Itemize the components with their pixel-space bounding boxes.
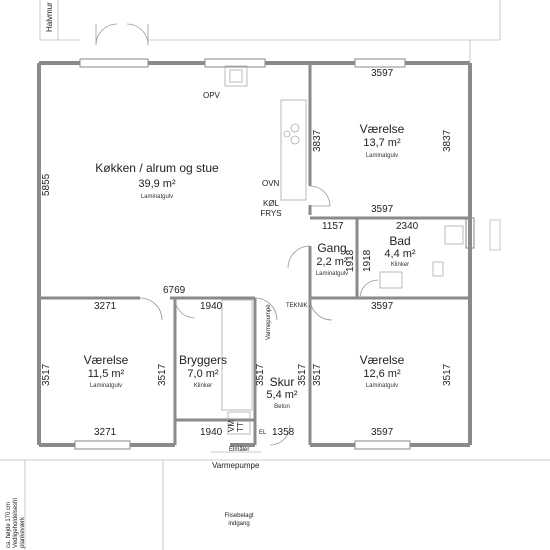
bedroom-sw-name: Værelse (83, 353, 129, 367)
shed-floor: Beton (274, 404, 290, 410)
dim-3597-bottom: 3597 (371, 427, 394, 438)
dim-1940-top: 1940 (200, 301, 223, 312)
kitchen-name: Køkken / alrum og stue (95, 161, 219, 175)
kitchen-floor: Laminatgulv (140, 194, 174, 200)
vm-label: VM (227, 420, 236, 432)
utility-area: 7,0 m² (187, 368, 219, 380)
bedroom-ne-name: Værelse (359, 122, 405, 136)
varmepumpe-unit-label: Varmepumpe (266, 304, 272, 340)
bedroom-sw-area: 11,5 m² (87, 368, 125, 380)
hall-area: 2,2 m² (316, 256, 348, 268)
dim-1940-bottom: 1940 (200, 427, 223, 438)
dim-3597-se-top: 3597 (371, 301, 394, 312)
dim-3517-e: 3517 (312, 363, 323, 386)
hegn-line2: Vedligeholdelsesfri (13, 497, 19, 548)
bedroom-sw-floor: Laminatgulv (89, 383, 123, 389)
bedroom-ne-floor: Laminatgulv (365, 153, 399, 159)
utility-fixtures (221, 299, 253, 435)
bedroom-se-area: 12,6 m² (363, 368, 401, 380)
elmaaler-label: Elmåler (229, 447, 250, 453)
tt-label: TT (236, 422, 245, 432)
shed-area: 5,4 m² (266, 389, 298, 401)
bath-name: Bad (389, 234, 411, 248)
kol-label: KØL (262, 199, 279, 208)
dim-1157: 1157 (322, 221, 344, 232)
windows (74, 58, 475, 450)
fliser-line2: indgang (228, 521, 250, 527)
hegn-line1: ca. højde 170 cm (6, 501, 12, 548)
kitchen-area: 39,9 m² (138, 178, 176, 190)
utility-floor: Klinker (193, 383, 213, 389)
ovn-label: OVN (262, 179, 280, 188)
shed-name: Skur (269, 375, 295, 389)
fliser-line1: Flisebelagt (224, 513, 254, 519)
door-swings (95, 23, 379, 446)
dim-3271-bottom: 3271 (94, 427, 117, 438)
dim-3597-top: 3597 (371, 68, 394, 79)
dim-3837-left: 3837 (312, 129, 323, 152)
dim-3517-f: 3517 (442, 363, 453, 386)
dim-6769: 6769 (163, 285, 186, 296)
dim-1358: 1358 (272, 427, 295, 438)
hegn-line3: plankeværk (20, 516, 26, 548)
frys-label: FRYS (260, 209, 282, 218)
dim-1918-a: 1918 (345, 249, 356, 272)
teknik-label: TEKNIK (286, 303, 308, 309)
dim-3517-d: 3517 (297, 363, 308, 386)
bath-floor: Klinker (390, 262, 410, 268)
interior-walls (39, 63, 470, 445)
dim-3271-top: 3271 (94, 301, 117, 312)
dim-3837-right: 3837 (442, 129, 453, 152)
el-label: EL (259, 430, 267, 436)
utility-name: Bryggers (178, 353, 228, 367)
varmepumpe-label: Varmepumpe (212, 461, 260, 470)
dim-3517-c: 3517 (255, 363, 266, 386)
bedroom-se-name: Værelse (359, 353, 405, 367)
kitchen-fixtures (224, 65, 307, 201)
dim-5855: 5855 (41, 173, 52, 196)
halvmur-label: Halvmur (45, 2, 54, 32)
hall-name: Gang (317, 241, 347, 255)
dim-1918-b: 1918 (362, 249, 373, 272)
bedroom-ne-area: 13,7 m² (363, 137, 401, 149)
dim-3517-a: 3517 (41, 363, 52, 386)
dim-2340: 2340 (396, 221, 419, 232)
outer-walls (37, 61, 472, 447)
opv-label: OPV (203, 91, 220, 100)
bath-area: 4,4 m² (384, 248, 416, 260)
hall-floor: Laminatgulv (315, 271, 349, 277)
dim-3597-mid: 3597 (371, 204, 394, 215)
bath-fixtures (379, 225, 464, 289)
dim-3517-b: 3517 (157, 363, 168, 386)
bedroom-se-floor: Laminatgulv (365, 383, 399, 389)
